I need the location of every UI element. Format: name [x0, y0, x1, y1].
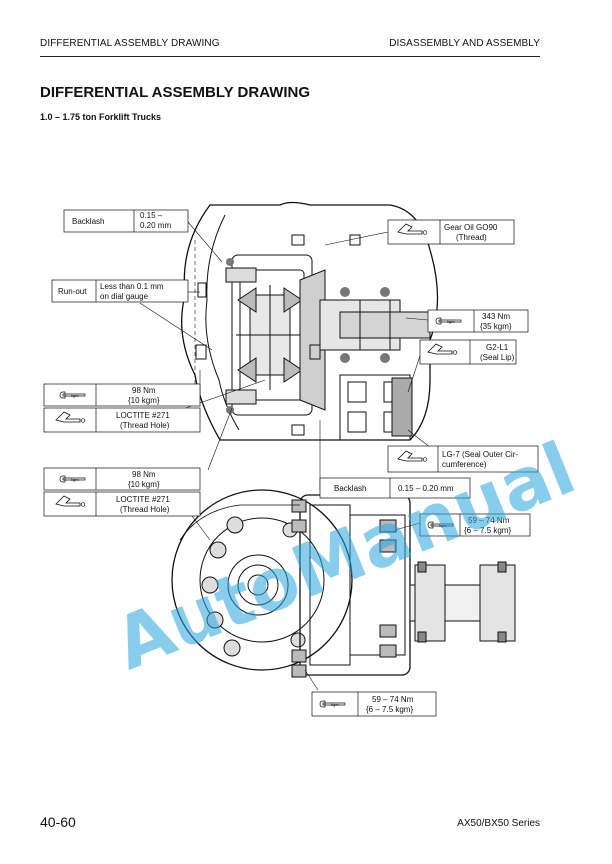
callout-torque-59-b: kgm 59 – 74 Nm {6 – 7.5 kgm}: [311, 691, 437, 717]
gear-oil-line1: Gear Oil GO90: [444, 223, 498, 232]
torque-98-b-line2: {10 kgm}: [128, 480, 160, 489]
lg7-line1: LG-7 (Seal Outer Cir-: [442, 450, 518, 459]
loctite-b-line1: LOCTITE #271: [116, 495, 170, 504]
upper-section-view: [181, 201, 439, 441]
backlash-mid-label: Backlash: [334, 484, 366, 493]
callout-runout: Run-out Less than 0.1 mm on dial gauge: [51, 279, 189, 303]
callout-gear-oil: Gear Oil GO90 (Thread): [387, 219, 515, 245]
callout-lg7: LG-7 (Seal Outer Cir- cumference): [387, 445, 539, 473]
header-rule: [40, 56, 540, 57]
loctite-b-line2: (Thread Hole): [120, 505, 170, 514]
torque-icon-text: kgm: [71, 477, 79, 482]
callout-backlash-top: Backlash 0.15 – 0.20 mm: [63, 209, 189, 233]
lower-axle-view: [171, 489, 516, 678]
torque-98-a-line2: {10 kgm}: [128, 396, 160, 405]
callout-g2l1: G2-L1 (Seal Lip): [419, 339, 517, 365]
torque-59-a-line1: 59 – 74 Nm: [468, 516, 510, 525]
backlash-mid-value: 0.15 – 0.20 mm: [398, 484, 454, 493]
runout-label: Run-out: [58, 287, 87, 296]
g2l1-line1: G2-L1: [486, 343, 509, 352]
callout-loctite-b: LOCTITE #271 (Thread Hole): [43, 491, 201, 517]
callout-torque-59-a: kgm 59 – 74 Nm {6 – 7.5 kgm}: [419, 513, 531, 537]
callout-torque-98-b: kgm 98 Nm {10 kgm}: [43, 467, 201, 491]
loctite-a-line1: LOCTITE #271: [116, 411, 170, 420]
backlash-label: Backlash: [72, 217, 104, 226]
g2l1-line2: (Seal Lip): [480, 353, 515, 362]
callout-torque-98-a: kgm 98 Nm {10 kgm}: [43, 383, 201, 407]
torque-343-line2: {35 kgm}: [480, 322, 512, 331]
torque-icon-text: kgm: [439, 523, 447, 528]
torque-59-b-line1: 59 – 74 Nm: [372, 695, 414, 704]
torque-343-line1: 343 Nm: [482, 312, 510, 321]
backlash-value-line2: 0.20 mm: [140, 221, 171, 230]
header-section-title: DIFFERENTIAL ASSEMBLY DRAWING: [40, 38, 220, 49]
torque-icon-text: kgm: [331, 702, 339, 707]
page-subtitle: 1.0 – 1.75 ton Forklift Trucks: [40, 112, 162, 122]
callout-torque-343: kgm 343 Nm {35 kgm}: [427, 309, 529, 333]
runout-value-line2: on dial gauge: [100, 292, 149, 301]
callout-loctite-a: LOCTITE #271 (Thread Hole): [43, 407, 201, 433]
torque-98-b-line1: 98 Nm: [132, 470, 156, 479]
runout-value-line1: Less than 0.1 mm: [100, 282, 164, 291]
leader-lines: [139, 221, 441, 691]
torque-icon-text: kgm: [447, 319, 455, 324]
header-chapter-title: DISASSEMBLY AND ASSEMBLY: [389, 38, 540, 49]
page-number: 40-60: [40, 814, 76, 830]
series-name: AX50/BX50 Series: [457, 818, 540, 829]
lg7-line2: cumference): [442, 460, 487, 469]
backlash-value-line1: 0.15 –: [140, 211, 163, 220]
gear-oil-line2: (Thread): [456, 233, 487, 242]
torque-59-a-line2: {6 – 7.5 kgm}: [464, 526, 511, 535]
page-title: DIFFERENTIAL ASSEMBLY DRAWING: [40, 84, 311, 101]
torque-98-a-line1: 98 Nm: [132, 386, 156, 395]
torque-icon-text: kgm: [71, 393, 79, 398]
torque-59-b-line2: {6 – 7.5 kgm}: [366, 705, 413, 714]
loctite-a-line2: (Thread Hole): [120, 421, 170, 430]
callout-backlash-mid: Backlash 0.15 – 0.20 mm: [319, 477, 471, 499]
